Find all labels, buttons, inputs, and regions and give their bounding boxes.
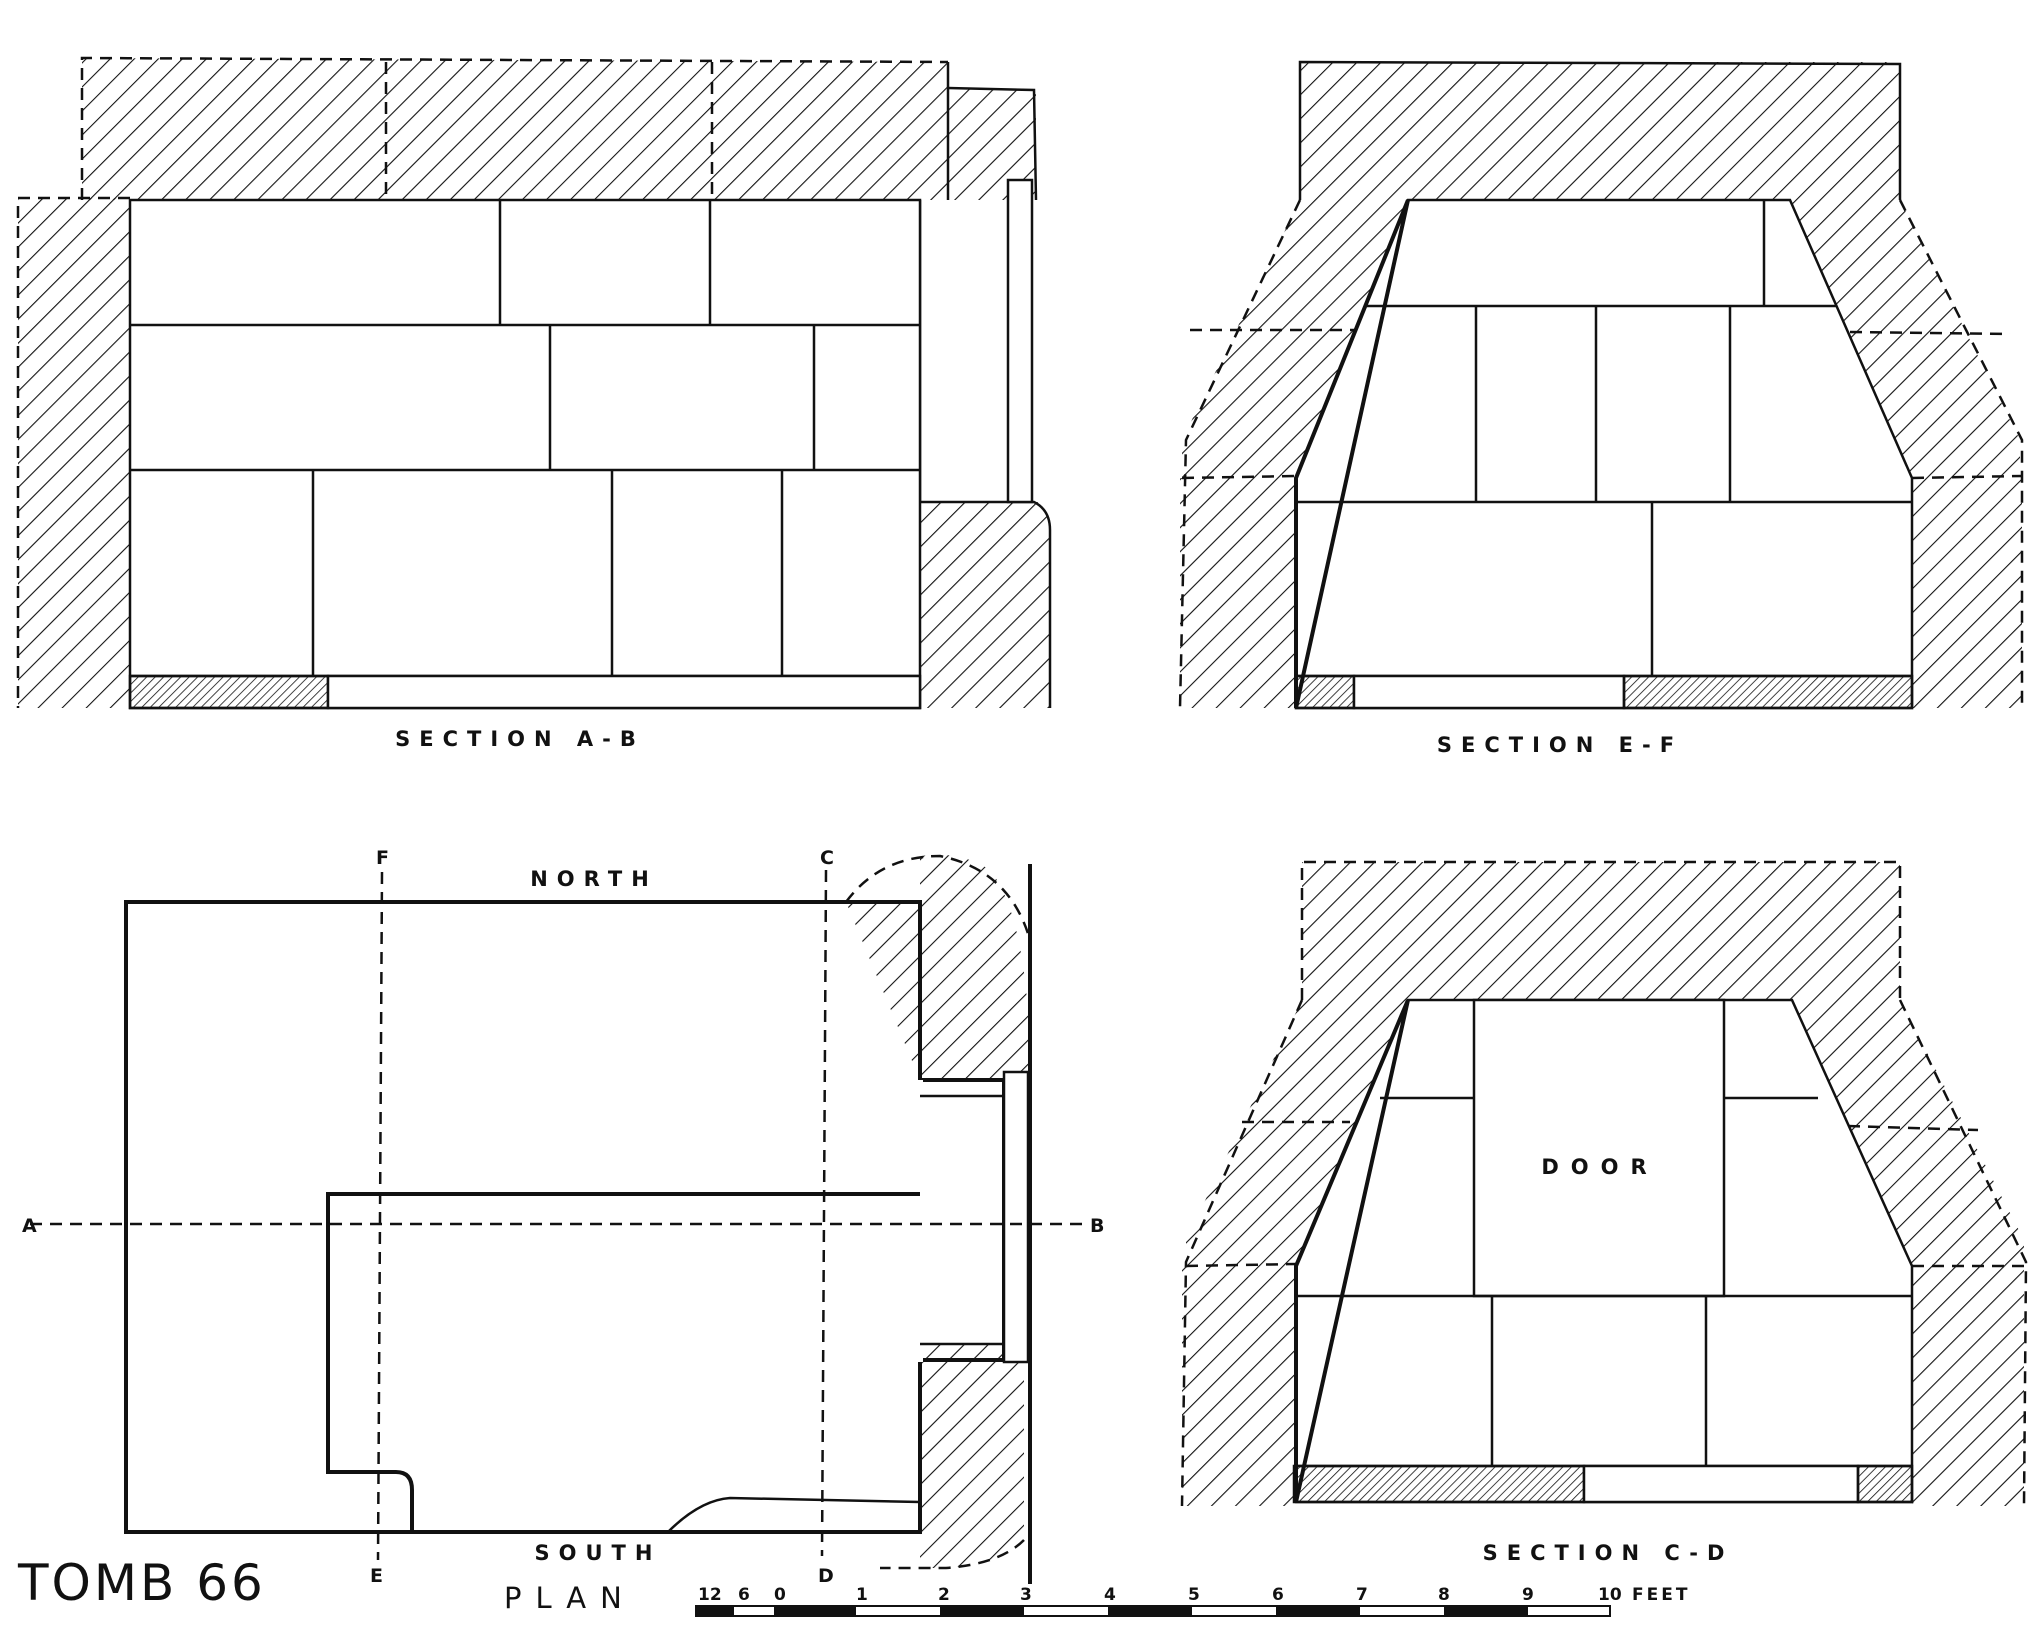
section-cd-right-slope-hatch: [1792, 1000, 2024, 1266]
scale-label: 9: [1522, 1585, 1534, 1605]
scale-label: 1: [856, 1585, 868, 1605]
section-ab-roof-outline: [80, 56, 949, 200]
section-cd-right-wall-hatch: [1912, 1266, 2024, 1506]
section-ef-right-slope-hatch: [1790, 200, 2020, 478]
section-cd-left-edge: [1294, 999, 1410, 1503]
section-ef-right-wall-hatch: [1912, 478, 2022, 708]
plan-south-wall-outline: [880, 1539, 1025, 1570]
section-ab-right-wall-hatch: [920, 502, 1050, 708]
section-cd-roof-hatch: [1302, 862, 1900, 1000]
section-cd-floor-slab: [1582, 1464, 1860, 1504]
plan-north-wall-outline: [844, 854, 1032, 1080]
section-ab-chamber: [128, 198, 922, 710]
plan-inner-bench: [326, 1192, 920, 1532]
section-cd-floor-fill: [1292, 1464, 1586, 1504]
section-cd-right-outline: [1898, 999, 2028, 1507]
section-ab-roof-right-outline: [947, 86, 1038, 201]
scale-label: 10: [1598, 1585, 1622, 1605]
section-ef-floor-fill: [1622, 674, 1914, 710]
section-ab-floor-fill: [128, 674, 330, 710]
section-ab-door-slab: [1006, 178, 1034, 504]
section-cd-floor-fill: [1856, 1464, 1914, 1504]
section-ab-left-wall-outline: [16, 196, 130, 708]
scale-bar: 12 6 0 1 2 3 4 5 6 7 8 9 10 FEET: [695, 1585, 1690, 1617]
plan-section-line-ef: [376, 871, 384, 1561]
plan-label: PLAN: [504, 1581, 636, 1615]
section-ab-roof-hatch: [82, 58, 948, 200]
scale-bar-segment: [696, 1606, 734, 1616]
section-cd-left-wall-hatch: [1182, 1266, 1296, 1506]
plan-south-wall-hatch: [920, 1344, 1024, 1568]
scale-label: 7: [1356, 1585, 1368, 1605]
section-cd-roof-outline: [1300, 860, 1902, 1000]
scale-bar-segment: [774, 1606, 856, 1616]
scale-unit: FEET: [1632, 1585, 1690, 1605]
scale-bar-segment: [1108, 1606, 1192, 1616]
plan-marker-d: D: [818, 1565, 834, 1587]
plan: A B C D E F NORTH SOUTH PLAN: [22, 847, 1104, 1615]
section-ef-floor-slab: [1352, 674, 1626, 710]
section-ef-right-outline: [1898, 199, 2024, 708]
section-ef-floor-fill: [1294, 674, 1356, 710]
plan-section-line-cd: [820, 869, 828, 1557]
plan-chamber-outline: [124, 900, 1006, 1534]
section-cd-left-slope-hatch: [1186, 1000, 1408, 1266]
section-cd-label: SECTION C-D: [1483, 1541, 1734, 1565]
scale-label: 4: [1104, 1585, 1116, 1605]
scale-bar-segment: [1444, 1606, 1528, 1616]
section-ef-left-edge: [1294, 199, 1410, 709]
section-cd: DOOR SECTION C-D: [1180, 860, 2028, 1565]
scale-label: 3: [1020, 1585, 1032, 1605]
scale-bar-segment: [1276, 1606, 1360, 1616]
section-cd-door-label: DOOR: [1541, 1155, 1658, 1179]
scale-bar-segment: [940, 1606, 1024, 1616]
section-ab: SECTION A-B: [16, 56, 1052, 751]
plan-marker-e: E: [370, 1565, 383, 1587]
section-ab-left-wall-hatch: [18, 198, 130, 708]
scale-label: 2: [938, 1585, 950, 1605]
plan-door-slab: [1002, 1070, 1030, 1364]
section-ef: SECTION E-F: [1178, 60, 2024, 757]
plan-marker-c: C: [820, 847, 834, 869]
plan-marker-b: B: [1090, 1215, 1104, 1237]
section-ef-roof-outline: [1298, 60, 1902, 200]
scale-label: 12: [698, 1585, 722, 1605]
tomb-title: TOMB 66: [17, 1554, 266, 1612]
plan-north-label: NORTH: [530, 867, 658, 891]
scale-label: 5: [1188, 1585, 1200, 1605]
section-ab-roof-right-hatch: [948, 88, 1036, 200]
plan-marker-a: A: [22, 1215, 37, 1237]
section-cd-left-outline: [1180, 999, 1304, 1507]
plan-floor-curve: [667, 1496, 921, 1533]
section-ab-right-wall-outline: [920, 500, 1052, 708]
section-ef-course-dash: [1911, 474, 2023, 480]
section-ab-floor-slab: [326, 674, 922, 710]
section-ab-label: SECTION A-B: [395, 727, 645, 751]
section-ef-course-dash: [1849, 330, 2011, 336]
scale-label: 6: [1272, 1585, 1284, 1605]
section-ef-chamber: [1294, 198, 1914, 710]
plan-marker-f: F: [376, 847, 389, 869]
section-ef-left-wall-hatch: [1180, 478, 1296, 708]
section-ef-left-slope-hatch: [1182, 200, 1408, 478]
plan-north-wall-hatch: [846, 854, 1030, 1080]
plan-south-label: SOUTH: [535, 1541, 662, 1565]
section-ef-label: SECTION E-F: [1437, 733, 1683, 757]
section-ef-left-outline: [1178, 199, 1302, 709]
section-cd-course-dash: [1847, 1124, 1979, 1132]
section-cd-door: [1472, 998, 1726, 1298]
scale-label: 8: [1438, 1585, 1450, 1605]
section-cd-course-dash: [1185, 1262, 1297, 1268]
section-ef-roof-hatch: [1300, 62, 1900, 200]
scale-label: 6: [738, 1585, 750, 1605]
scale-label: 0: [774, 1585, 786, 1605]
